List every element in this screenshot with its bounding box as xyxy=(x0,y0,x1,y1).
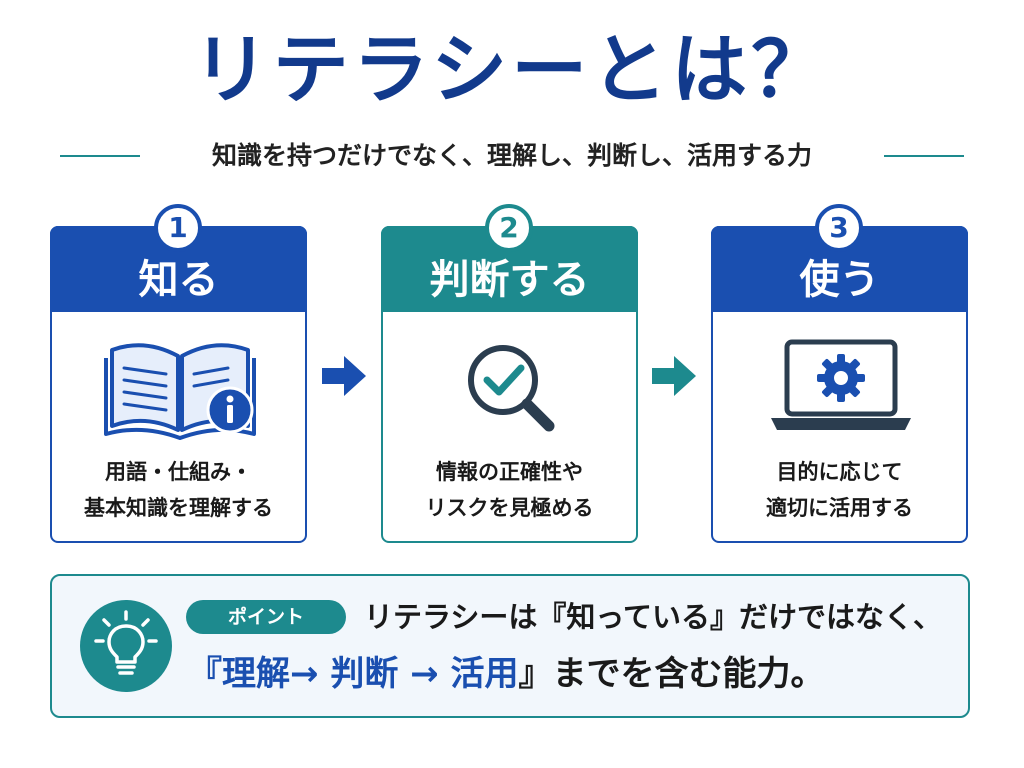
point-open-bracket: 『 xyxy=(188,654,222,694)
step-card-1-title: 知る xyxy=(138,257,219,303)
step-number-3: 3 xyxy=(815,204,863,252)
step-card-3-line2: 適切に活用する xyxy=(766,496,913,520)
step-card-2: 判断する 2 情報の正確性や リスクを見極める xyxy=(381,204,638,543)
subtitle: 知識を持つだけでなく、理解し、判断し、活用する力 xyxy=(211,141,812,170)
open-book-info-icon xyxy=(104,343,256,440)
point-text-line1: リテラシーは『知っている』だけではなく、 xyxy=(364,600,942,634)
subtitle-rule-left xyxy=(60,155,140,157)
step-card-2-title: 判断する xyxy=(429,257,590,303)
step-card-2-text: 情報の正確性や リスクを見極める xyxy=(383,454,636,526)
page-title: リテラシーとは？ xyxy=(192,25,832,114)
step-number-1: 1 xyxy=(154,204,202,252)
step-number-2: 2 xyxy=(485,204,533,252)
step-card-3-line1: 目的に応じて xyxy=(776,460,903,484)
point-highlight: 理解→ 判断 → 活用 xyxy=(222,654,519,694)
point-badge: ポイント xyxy=(186,600,346,634)
lightbulb-icon xyxy=(94,610,158,675)
step-card-1-text: 用語・仕組み・ 基本知識を理解する xyxy=(52,454,305,526)
step-card-2-line1: 情報の正確性や xyxy=(436,460,583,484)
subtitle-rule-right xyxy=(884,155,964,157)
step-card-3-text: 目的に応じて 適切に活用する xyxy=(713,454,966,526)
point-text-line2: 『理解→ 判断 → 活用』までを含む能力。 xyxy=(188,646,825,702)
magnifier-check-icon xyxy=(468,345,555,432)
step-card-3-title: 使う xyxy=(799,257,880,303)
subtitle-row: 知識を持つだけでなく、理解し、判断し、活用する力 xyxy=(0,136,1024,176)
point-line2-rest: 』までを含む能力。 xyxy=(518,654,825,694)
step-card-3: 使う 3 目的に応じて 適切に活用する xyxy=(711,204,968,543)
arrow-right-icon xyxy=(322,356,366,396)
arrow-right-icon xyxy=(652,356,696,396)
step-card-1-line1: 用語・仕組み・ xyxy=(105,460,252,484)
step-card-2-line2: リスクを見極める xyxy=(425,496,594,520)
step-card-1: 知る 1 用語・仕組み・ 基本知識を理解する xyxy=(50,204,307,543)
point-panel: ポイント リテラシーは『知っている』だけではなく、 『理解→ 判断 → 活用』ま… xyxy=(50,574,970,718)
laptop-gear-icon xyxy=(771,339,911,430)
step-card-1-line2: 基本知識を理解する xyxy=(84,496,273,520)
lightbulb-icon-circle xyxy=(80,600,172,692)
